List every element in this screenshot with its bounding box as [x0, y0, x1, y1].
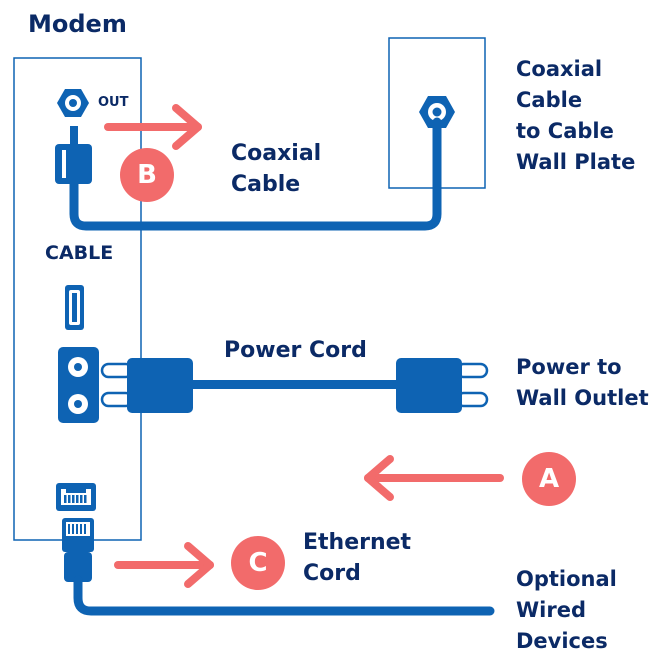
arrow-c-icon — [114, 542, 214, 588]
coax-cable — [69, 117, 442, 231]
arrow-a-icon — [364, 455, 504, 501]
modem-title: Modem — [28, 10, 127, 38]
badge-c: C — [248, 548, 268, 578]
coaxial-cable-label: Coaxial Cable — [231, 141, 322, 197]
out-port-label: OUT — [98, 95, 129, 110]
ethernet-cable — [73, 575, 495, 616]
badge-b: B — [137, 160, 157, 190]
badge-c-circle — [231, 536, 285, 590]
coax-plug-icon — [55, 126, 92, 184]
cable-port-label: CABLE — [45, 242, 114, 264]
coax-to-wall-label: Coaxial Cable to Cable Wall Plate — [516, 57, 636, 174]
usb-port-icon — [65, 285, 84, 330]
power-cord-label: Power Cord — [224, 338, 367, 363]
power-plug-left-icon — [100, 358, 193, 413]
arrow-b-icon — [104, 104, 202, 150]
power-plug-right-icon — [396, 358, 489, 413]
power-to-outlet-label: Power to Wall Outlet — [516, 355, 649, 410]
badge-b-circle — [120, 148, 174, 202]
wall-plate-port-icon — [419, 96, 455, 128]
ethernet-port-icon — [56, 483, 96, 511]
power-socket-icon — [58, 347, 99, 423]
ethernet-cord-label: Ethernet Cord — [303, 530, 412, 586]
badge-a: A — [538, 464, 560, 494]
optional-wired-label: Optional Wired Devices — [516, 567, 617, 653]
out-port-icon — [57, 89, 89, 117]
power-cord — [190, 380, 400, 389]
badge-a-circle — [522, 452, 576, 506]
ethernet-plug-icon — [62, 518, 94, 582]
